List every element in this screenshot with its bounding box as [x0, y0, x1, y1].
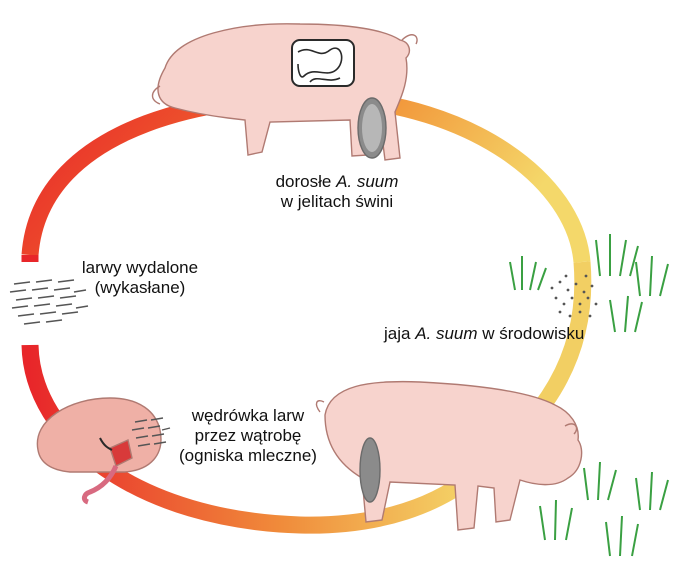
- label-migration-line2: przez wątrobę: [168, 426, 328, 446]
- label-migration-line3: (ogniska mleczne): [168, 446, 328, 466]
- intestine-icon: [292, 40, 354, 86]
- label-eggs-suffix: w środowisku: [478, 324, 585, 343]
- label-expelled: larwy wydalone (wykasłane): [70, 258, 210, 298]
- label-eggs: jaja A. suum w środowisku: [384, 324, 584, 344]
- pig-adult-icon: [153, 24, 418, 160]
- label-eggs-species: A. suum: [415, 324, 477, 343]
- label-eggs-prefix: jaja: [384, 324, 415, 343]
- label-migration-line1: wędrówka larw: [168, 406, 328, 426]
- label-expelled-line2: (wykasłane): [70, 278, 210, 298]
- label-adults-prefix: dorosłe: [276, 172, 336, 191]
- label-adults-species: A. suum: [336, 172, 398, 191]
- label-adults: dorosłe A. suum w jelitach świni: [262, 172, 412, 212]
- label-expelled-line1: larwy wydalone: [70, 258, 210, 278]
- label-migration: wędrówka larw przez wątrobę (ogniska mle…: [168, 406, 328, 466]
- pig-host-icon: [317, 382, 582, 530]
- label-adults-line2: w jelitach świni: [262, 192, 412, 212]
